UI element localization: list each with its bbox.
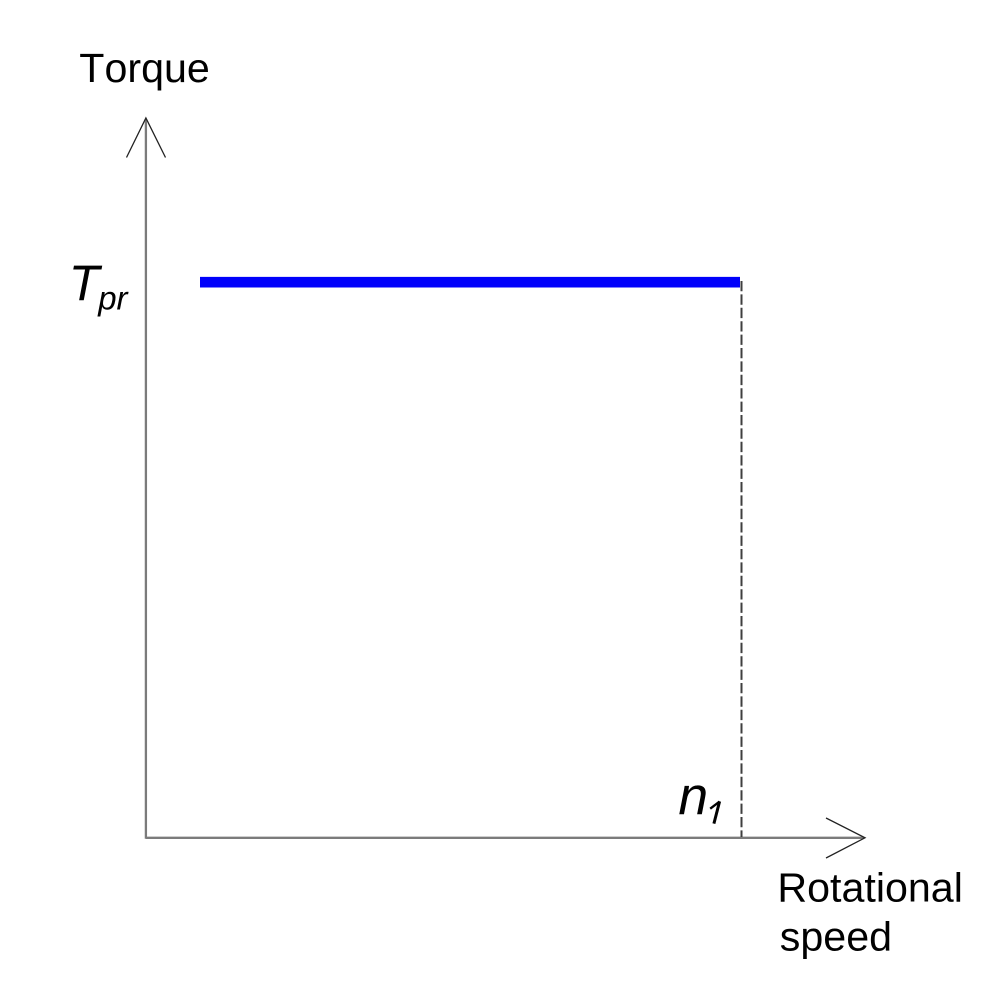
svg-text:Rotational: Rotational (777, 864, 962, 910)
svg-text:Torque: Torque (79, 45, 210, 91)
svg-text:n: n (678, 768, 708, 827)
svg-text:speed: speed (780, 913, 892, 959)
svg-text:Tpr: Tpr (69, 255, 130, 317)
